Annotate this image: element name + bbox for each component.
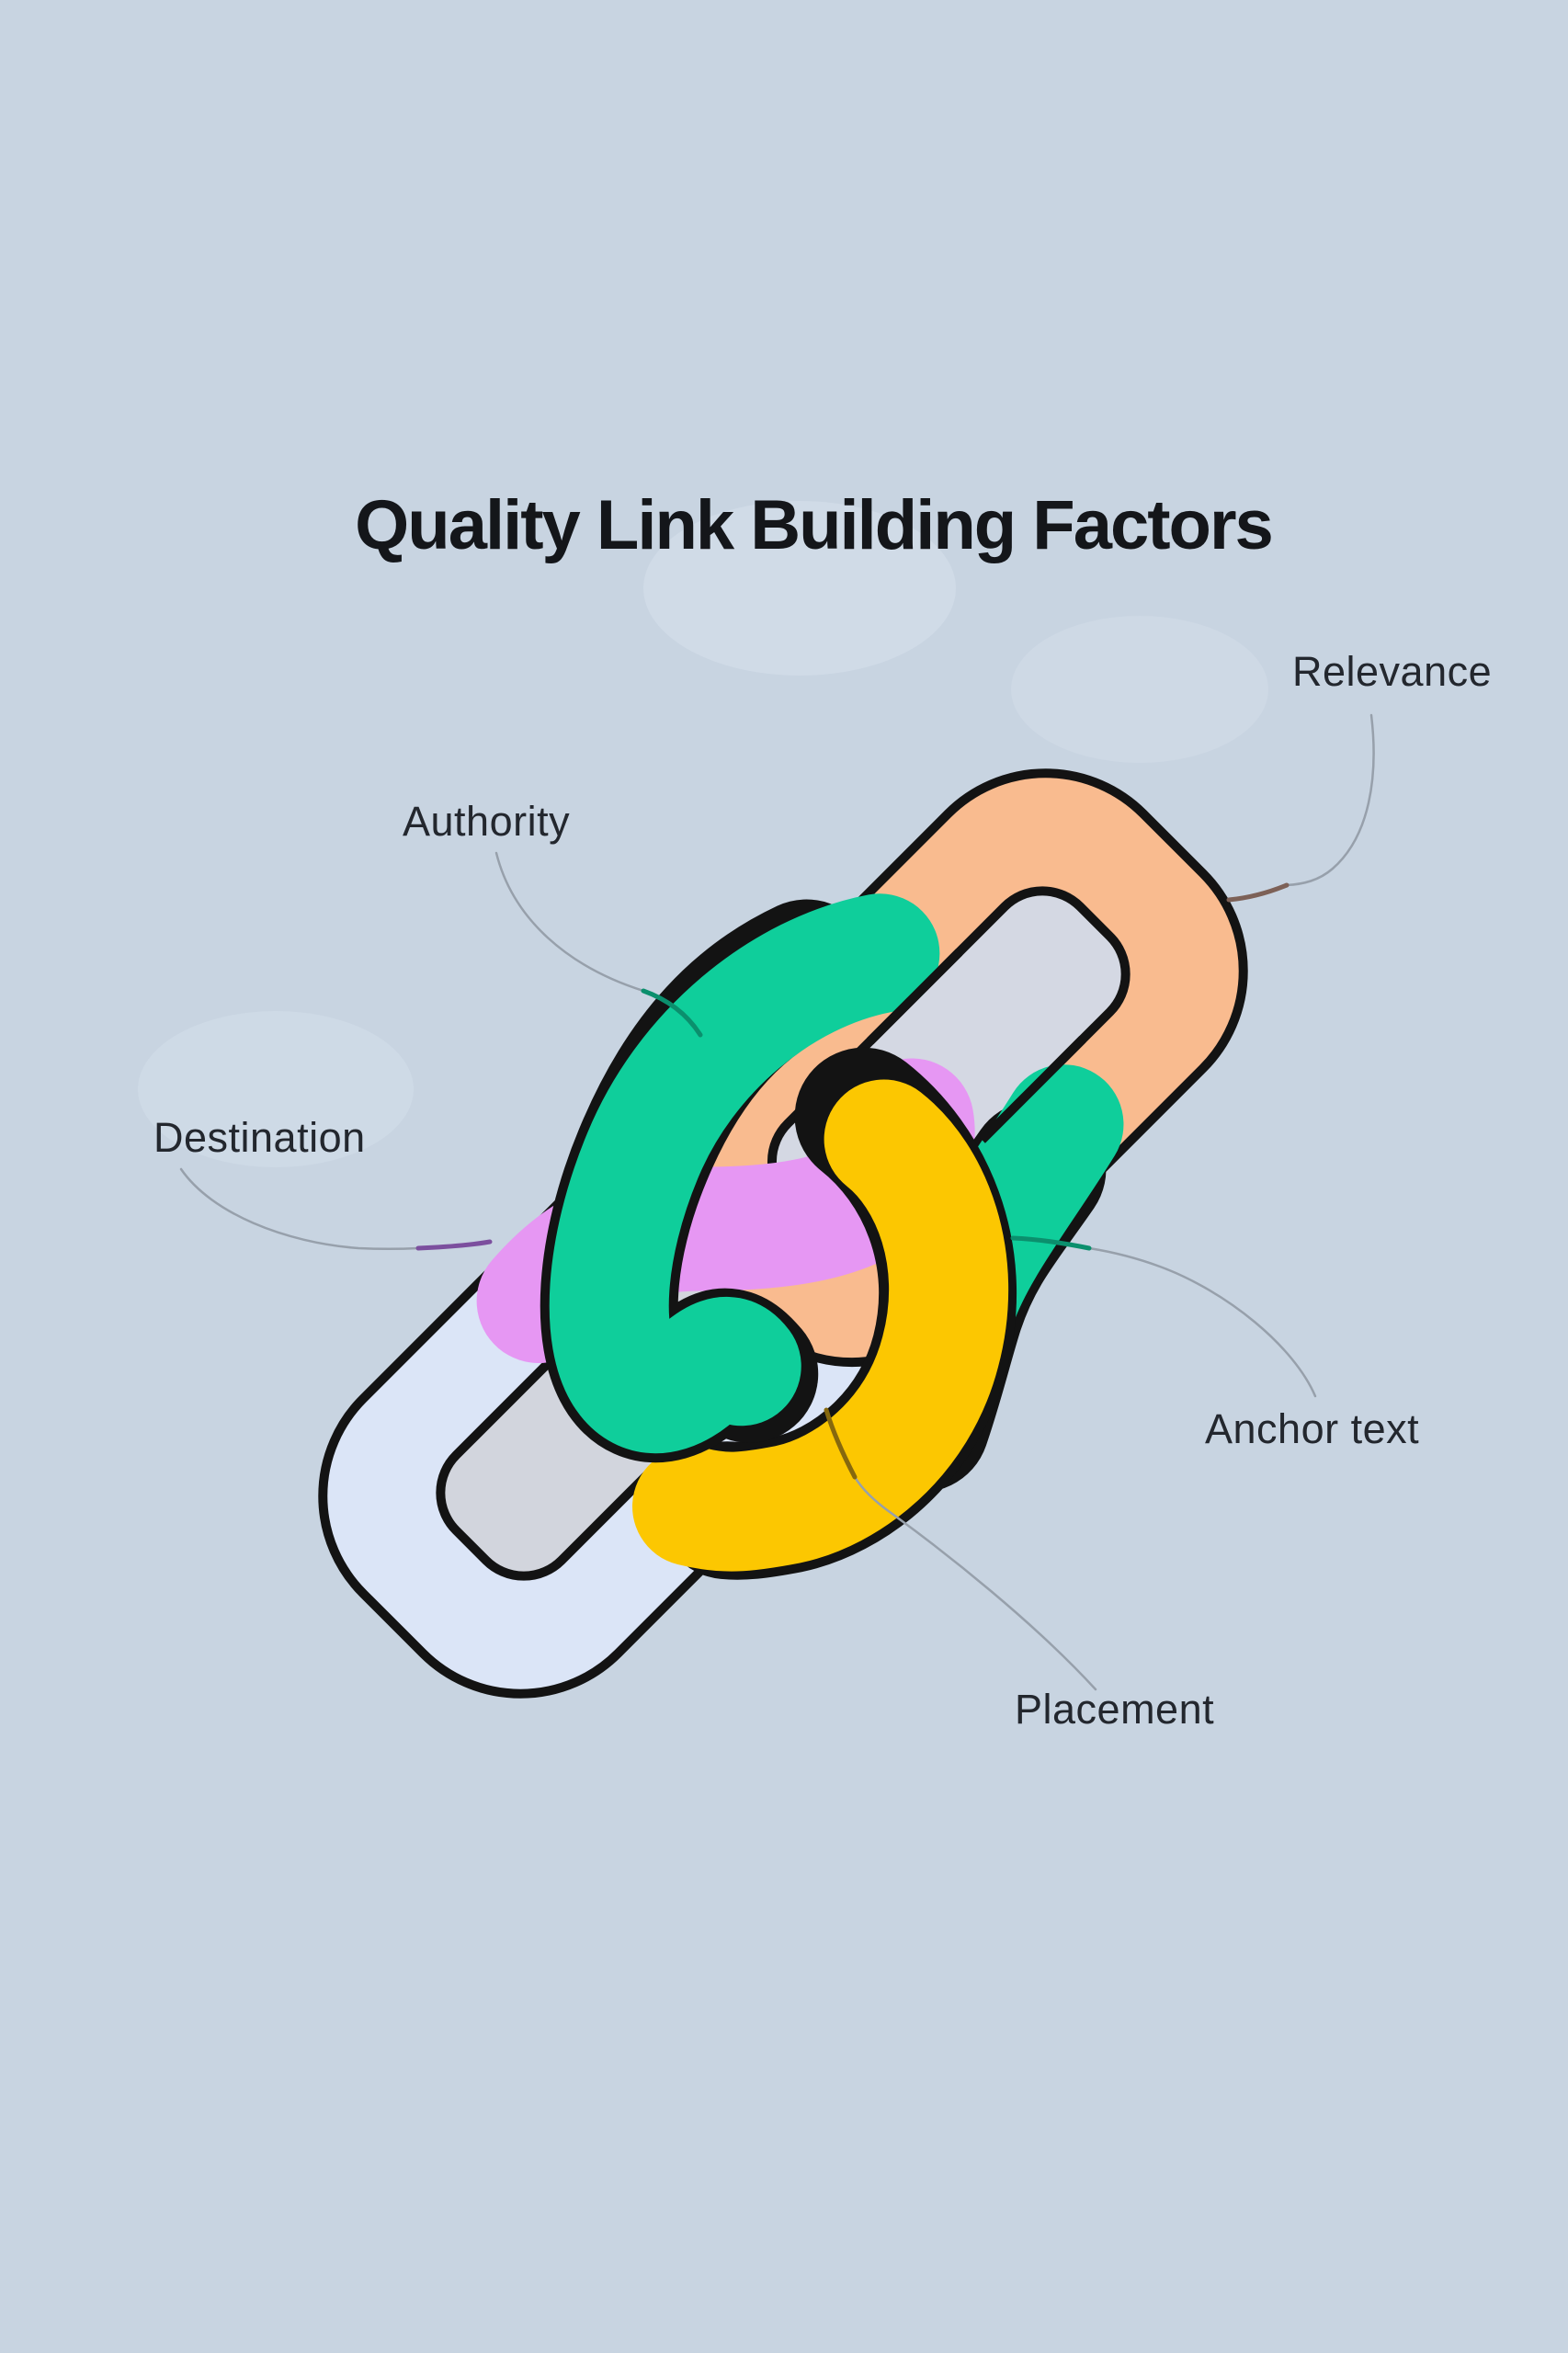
anchor-leader-tip (1010, 1235, 1092, 1251)
label-placement: Placement (1015, 1686, 1215, 1733)
destination-leader-line (179, 1167, 420, 1250)
placement-leader-tip (824, 1407, 858, 1480)
authority-leader-tip (641, 988, 703, 1038)
placement-leader-line (853, 1475, 1097, 1691)
destination-leader-tip (415, 1239, 493, 1251)
chain-links-group (318, 768, 1248, 1699)
page-title: Quality Link Building Factors (355, 486, 1274, 564)
label-anchor-text: Anchor text (1205, 1405, 1420, 1452)
label-destination: Destination (153, 1114, 366, 1161)
anchor-leader-line (1087, 1246, 1317, 1398)
background-glow-blob (643, 501, 956, 676)
label-authority: Authority (403, 798, 571, 845)
authority-green-sleeve (549, 893, 940, 1454)
background-glow-blob (1011, 616, 1268, 763)
background-glow-blob (138, 1011, 414, 1167)
leader-lines-group (179, 713, 1375, 1691)
hole-edge-overlay (978, 1036, 1086, 1143)
authority-leader-line (494, 851, 645, 993)
label-relevance: Relevance (1292, 648, 1493, 695)
placement-yellow-sleeve (632, 1079, 1009, 1572)
relevance-leader-line (1285, 713, 1375, 887)
relevance-leader-tip (1226, 882, 1290, 903)
hole-edge-overlay (867, 949, 963, 1045)
